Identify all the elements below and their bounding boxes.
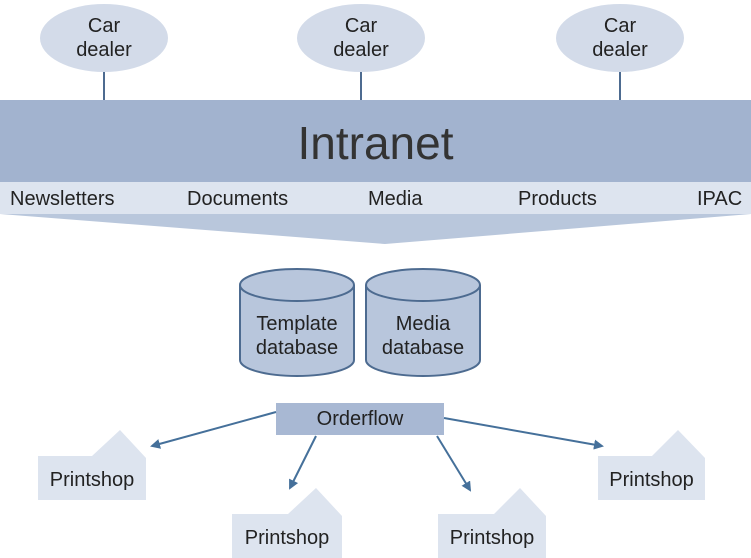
category-documents: Documents bbox=[187, 188, 289, 210]
dealer-ellipse-2 bbox=[297, 4, 425, 72]
dealer-label-1: Car dealer bbox=[44, 14, 164, 62]
database-label-line1: Template bbox=[256, 313, 338, 335]
category-products: Products bbox=[518, 188, 597, 210]
orderflow-box bbox=[276, 403, 444, 435]
database-label-line2: database bbox=[255, 337, 339, 359]
dealer-label-line2: dealer bbox=[333, 39, 389, 61]
funnel-shape bbox=[0, 214, 751, 244]
media-database-label: Media database bbox=[368, 312, 478, 360]
category-media: Media bbox=[368, 188, 423, 210]
printshop-shape-2 bbox=[232, 488, 342, 558]
printshop-shape-1 bbox=[38, 430, 146, 500]
dealer-label-line1: Car bbox=[87, 15, 121, 37]
orderflow-label: Orderflow bbox=[316, 408, 404, 430]
template-database-cylinder bbox=[239, 268, 355, 377]
category-newsletters: Newsletters bbox=[10, 188, 115, 210]
printshop-shape-4 bbox=[598, 430, 705, 500]
dealer-ellipse-1 bbox=[40, 4, 168, 72]
printshop-shape-3 bbox=[438, 488, 546, 558]
arrow-to-printshop-2 bbox=[289, 435, 317, 490]
dealer-label-3: Car dealer bbox=[560, 14, 680, 62]
printshop-label-4: Printshop bbox=[609, 469, 694, 491]
database-label-line1: Media bbox=[395, 313, 451, 335]
dealer-label-2: Car dealer bbox=[301, 14, 421, 62]
template-database-label: Template database bbox=[242, 312, 352, 360]
dealer-label-line2: dealer bbox=[592, 39, 648, 61]
printshop-label-1: Printshop bbox=[49, 469, 135, 491]
dealer-label-line1: Car bbox=[344, 15, 378, 37]
category-band bbox=[0, 182, 751, 214]
printshop-label-3: Printshop bbox=[449, 527, 535, 549]
arrow-to-printshop-1 bbox=[150, 411, 277, 449]
intranet-title: Intranet bbox=[297, 117, 454, 169]
database-label-line2: database bbox=[381, 337, 465, 359]
dealer-label-line1: Car bbox=[603, 15, 637, 37]
media-database-cylinder bbox=[365, 268, 481, 377]
dealer-ellipse-3 bbox=[556, 4, 684, 72]
arrow-to-printshop-3 bbox=[436, 435, 472, 492]
dealer-label-line2: dealer bbox=[76, 39, 132, 61]
printshop-label-2: Printshop bbox=[244, 527, 330, 549]
arrow-to-printshop-4 bbox=[443, 417, 604, 450]
intranet-band bbox=[0, 100, 751, 182]
category-ipac: IPAC bbox=[697, 188, 743, 210]
